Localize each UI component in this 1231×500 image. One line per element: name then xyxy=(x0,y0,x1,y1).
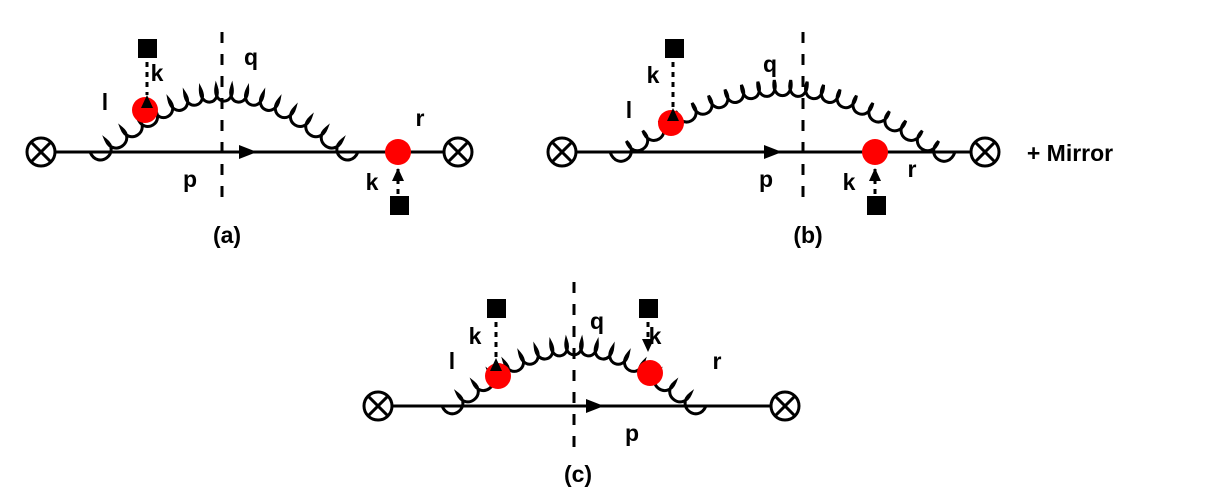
crossed-circle-outline xyxy=(769,390,801,422)
right-crossed-vertex xyxy=(769,390,801,422)
cross-stroke xyxy=(551,141,573,163)
momentum-arrowhead xyxy=(642,339,654,352)
momentum-label-k: k xyxy=(151,60,164,86)
momentum-label-p: p xyxy=(759,166,773,192)
momentum-arrowhead xyxy=(141,95,153,108)
momentum-label-r: r xyxy=(908,156,917,182)
momentum-label-l: l xyxy=(449,348,455,374)
cross-stroke xyxy=(974,141,996,163)
operator-square xyxy=(639,299,658,318)
fermion-insertion: k xyxy=(843,168,886,215)
gluon-vertex-right xyxy=(637,360,663,386)
gluon-insertion: k xyxy=(138,39,164,108)
cross-stroke xyxy=(30,141,52,163)
operator-square xyxy=(390,196,409,215)
momentum-label-k: k xyxy=(843,169,856,195)
momentum-label-k: k xyxy=(647,62,660,88)
right-crossed-vertex xyxy=(442,136,474,168)
momentum-label-k: k xyxy=(649,323,662,349)
panel-caption-c: (c) xyxy=(564,461,592,487)
crossed-circle-outline xyxy=(25,136,57,168)
momentum-arrowhead xyxy=(392,168,404,181)
momentum-arrowhead xyxy=(667,108,679,121)
crossed-circle-outline xyxy=(546,136,578,168)
left-crossed-vertex xyxy=(25,136,57,168)
operator-square xyxy=(867,196,886,215)
cross-stroke xyxy=(447,141,469,163)
fermion-direction-arrow xyxy=(764,145,782,159)
momentum-label-k: k xyxy=(366,169,379,195)
panel-caption-b: (b) xyxy=(793,222,822,248)
momentum-arrowhead xyxy=(490,358,502,371)
crossed-circle-outline xyxy=(969,136,1001,168)
gluon-insertion-right: k xyxy=(639,299,662,352)
mirror-label: + Mirror xyxy=(1027,140,1113,166)
momentum-label-l: l xyxy=(626,97,632,123)
fermion-direction-arrow xyxy=(586,399,604,413)
momentum-label-r: r xyxy=(713,348,722,374)
operator-square xyxy=(138,39,157,58)
fermion-insertion: k xyxy=(366,168,409,215)
momentum-arrowhead xyxy=(869,168,881,181)
gluon-vertex xyxy=(132,97,158,123)
crossed-circle-outline xyxy=(442,136,474,168)
momentum-label-q: q xyxy=(763,51,777,77)
cross-stroke xyxy=(367,395,389,417)
cross-stroke xyxy=(774,395,796,417)
gluon-propagator xyxy=(88,80,360,162)
gluon-vertex xyxy=(658,110,684,136)
momentum-label-r: r xyxy=(416,105,425,131)
momentum-label-k: k xyxy=(469,323,482,349)
momentum-label-q: q xyxy=(590,308,604,334)
left-crossed-vertex xyxy=(362,390,394,422)
gluon-insertion: k xyxy=(647,39,684,121)
operator-square xyxy=(665,39,684,58)
crossed-circle-outline xyxy=(362,390,394,422)
fermion-direction-arrow xyxy=(239,145,257,159)
right-crossed-vertex xyxy=(969,136,1001,168)
momentum-label-l: l xyxy=(102,89,108,115)
panel-a: k k l q p r (a) xyxy=(25,32,474,248)
gluon-insertion-left: k xyxy=(469,299,506,371)
momentum-label-p: p xyxy=(625,420,639,446)
operator-square xyxy=(487,299,506,318)
momentum-label-p: p xyxy=(183,166,197,192)
fermion-vertex xyxy=(385,139,411,165)
momentum-label-q: q xyxy=(244,44,258,70)
fermion-vertex xyxy=(862,139,888,165)
left-crossed-vertex xyxy=(546,136,578,168)
panel-caption-a: (a) xyxy=(213,222,241,248)
